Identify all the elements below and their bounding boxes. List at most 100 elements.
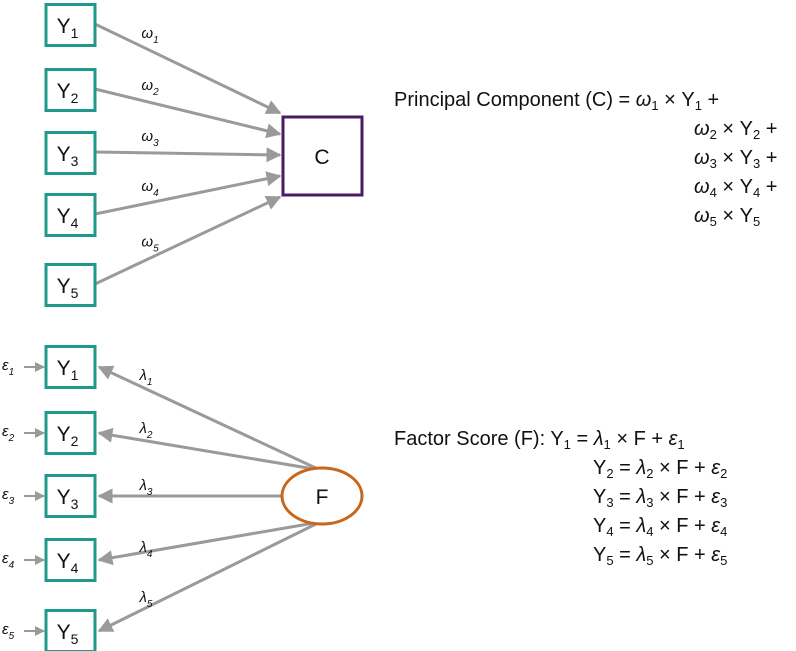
factor-term: × F +	[653, 486, 712, 508]
variable-subscript: 2	[752, 127, 761, 142]
equals-sign: =	[613, 486, 637, 508]
indicator-box	[44, 3, 97, 47]
loading-symbol: λ	[636, 457, 647, 479]
factor-term: × F +	[653, 544, 712, 566]
equals-sign: =	[613, 515, 637, 537]
variable-symbol: Y	[739, 176, 753, 198]
weight-arrow	[94, 147, 282, 163]
error-subscript: 1	[677, 437, 685, 452]
indicator-box	[44, 131, 97, 175]
component-box	[281, 115, 364, 197]
indicator-box	[44, 609, 97, 651]
times-sign: ×	[716, 118, 740, 140]
weight-subscript: 4	[709, 185, 717, 200]
indicator-label: Y1	[57, 357, 79, 383]
error-label: ε2	[2, 423, 15, 444]
weight-symbol: ω	[694, 118, 710, 140]
loading-symbol: λ	[636, 486, 647, 508]
indicator-label: Y2	[57, 423, 79, 449]
plus-sign: +	[760, 118, 778, 140]
weight-subscript: 2	[709, 127, 717, 142]
variable-subscript: 2	[606, 466, 614, 481]
plus-sign: +	[760, 176, 778, 198]
error-label: ε4	[2, 550, 15, 571]
loading-arrow	[97, 520, 321, 566]
component-label: C	[314, 146, 329, 169]
loading-label: λ5	[139, 589, 153, 610]
loading-label: λ2	[139, 420, 153, 441]
indicator-box	[44, 538, 97, 582]
weight-label: ω3	[141, 128, 159, 149]
loading-subscript: 5	[646, 553, 654, 568]
weight-arrow	[94, 171, 282, 216]
factor-equation-line: Y4 = λ4 × F + ε4	[593, 512, 727, 541]
indicator-label: Y2	[57, 80, 79, 106]
weight-subscript: 1	[651, 98, 659, 113]
weight-symbol: ω	[694, 176, 710, 198]
loading-subscript: 3	[646, 495, 654, 510]
loading-label: λ4	[139, 539, 153, 560]
indicator-box	[44, 193, 97, 237]
variable-subscript: 1	[694, 98, 702, 113]
weight-symbol: ω	[635, 89, 652, 111]
weight-label: ω4	[141, 178, 159, 199]
weight-symbol: ω	[694, 205, 710, 227]
pca-equation-line: ω3 × Y3 +	[694, 144, 777, 173]
loading-subscript: 2	[646, 466, 654, 481]
variable-symbol: Y	[550, 428, 564, 450]
weight-subscript: 5	[709, 214, 717, 229]
variable-subscript: 5	[752, 214, 761, 229]
indicator-label: Y3	[57, 143, 79, 169]
weight-label: ω1	[141, 25, 158, 46]
variable-symbol: Y	[681, 89, 695, 111]
weight-label: ω5	[141, 234, 159, 255]
weight-arrow	[94, 22, 282, 115]
equals-sign: =	[613, 544, 637, 566]
variable-symbol: Y	[739, 147, 753, 169]
error-symbol: ε	[711, 486, 721, 508]
loading-symbol: λ	[593, 428, 604, 450]
factor-equation-line: Y3 = λ3 × F + ε3	[593, 483, 727, 512]
times-sign: ×	[716, 205, 740, 227]
variable-symbol: Y	[593, 544, 607, 566]
variable-symbol: Y	[739, 205, 753, 227]
pca-equation-line: ω4 × Y4 +	[694, 173, 777, 202]
indicator-box	[44, 411, 97, 455]
factor-equation-line: Factor Score (F): Y1 = λ1 × F + ε1	[394, 425, 685, 454]
loading-label: λ1	[139, 367, 153, 388]
indicator-label: Y5	[57, 275, 79, 301]
factor-equation-title: Factor Score (F):	[394, 428, 551, 450]
factor-term: × F +	[610, 428, 669, 450]
pca-equation-line: ω2 × Y2 +	[694, 115, 777, 144]
indicator-box	[44, 345, 97, 389]
variable-subscript: 3	[606, 495, 614, 510]
times-sign: ×	[658, 89, 682, 111]
factor-equation-line: Y5 = λ5 × F + ε5	[593, 541, 727, 570]
variable-subscript: 4	[606, 524, 614, 539]
variable-symbol: Y	[739, 118, 753, 140]
plus-sign: +	[760, 147, 778, 169]
indicator-box	[44, 474, 97, 518]
loading-subscript: 1	[603, 437, 611, 452]
weight-symbol: ω	[694, 147, 710, 169]
pca-equation-title: Principal Component (C) =	[394, 89, 636, 111]
error-symbol: ε	[711, 544, 721, 566]
error-subscript: 3	[720, 495, 728, 510]
loading-label: λ3	[139, 477, 153, 498]
error-subscript: 2	[720, 466, 728, 481]
factor-label: F	[316, 486, 329, 509]
pca-equation-line: Principal Component (C) = ω1 × Y1 +	[394, 86, 719, 115]
error-subscript: 4	[720, 524, 728, 539]
error-symbol: ε	[668, 428, 678, 450]
variable-subscript: 1	[563, 437, 571, 452]
factor-term: × F +	[653, 515, 712, 537]
weight-arrow	[94, 195, 282, 286]
loading-arrow	[97, 520, 321, 633]
variable-symbol: Y	[593, 515, 607, 537]
equals-sign: =	[570, 428, 594, 450]
variable-symbol: Y	[593, 486, 607, 508]
loading-symbol: λ	[636, 544, 647, 566]
factor-term: × F +	[653, 457, 712, 479]
